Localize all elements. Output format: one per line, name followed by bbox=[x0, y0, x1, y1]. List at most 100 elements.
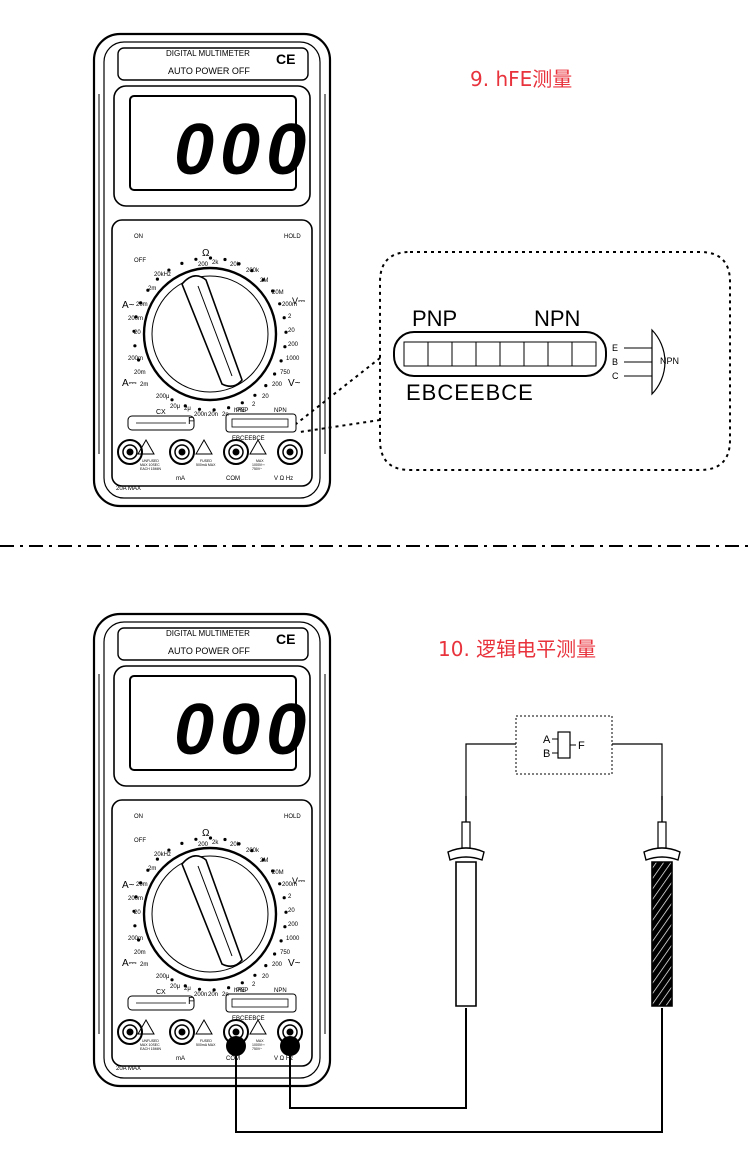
com-plug bbox=[226, 1036, 246, 1056]
npn-small: NPN bbox=[274, 408, 287, 414]
dial-tick-dot bbox=[170, 398, 174, 402]
dial-tick-dot bbox=[261, 858, 265, 862]
dial-tick-dot bbox=[253, 973, 257, 977]
warn-v-3: 750V~ bbox=[252, 1047, 262, 1051]
meter-2-labels: DIGITAL MULTIMETER AUTO POWER OFF CE 000… bbox=[116, 629, 306, 1072]
va20: 20 bbox=[262, 974, 269, 980]
r20M: 20M bbox=[272, 290, 284, 296]
r200k: 200k bbox=[246, 848, 260, 854]
a20m: 20m bbox=[136, 302, 148, 308]
dial-tick-dot bbox=[278, 882, 282, 886]
dial-tick-dot bbox=[137, 358, 141, 362]
warn-v-3: 750V~ bbox=[252, 467, 262, 471]
dial-tick-dot bbox=[180, 841, 184, 846]
r2M: 2M bbox=[260, 278, 268, 284]
jack-com: COM bbox=[226, 1056, 240, 1062]
r2k: 2k bbox=[212, 840, 219, 846]
va20: 20 bbox=[262, 394, 269, 400]
meter-1-labels: DIGITAL MULTIMETER AUTO POWER OFF CE 000… bbox=[116, 49, 306, 492]
dial-tick-dot bbox=[271, 869, 275, 873]
jack-ma: mA bbox=[176, 476, 185, 482]
v20: 20 bbox=[288, 328, 295, 334]
gate-output-f: F bbox=[578, 740, 585, 752]
warn-20a-2: MAX 10SEC bbox=[140, 463, 160, 467]
warn-v-2: 1000V⎓ bbox=[252, 1043, 265, 1047]
section-title-logic: 10. 逻辑电平测量 bbox=[438, 637, 596, 661]
dial-tick-dot bbox=[167, 268, 171, 272]
f-label: F bbox=[188, 996, 194, 1007]
aa2m: 2m bbox=[140, 382, 148, 388]
r2k: 2k bbox=[212, 260, 219, 266]
dial-tick-dot bbox=[223, 837, 227, 842]
dial-tick-dot bbox=[194, 837, 198, 841]
c2n: 2n bbox=[222, 412, 229, 418]
socket-pin-labels: EBCEEBCE bbox=[406, 380, 534, 405]
dial-tick-dot bbox=[139, 301, 143, 305]
socket-pnp-label: PNP bbox=[412, 306, 457, 331]
jack-ma: mA bbox=[176, 1056, 185, 1062]
pnp-small: PNP bbox=[236, 408, 248, 414]
c2u: 2μ bbox=[184, 986, 191, 992]
pnp-small: PNP bbox=[236, 988, 248, 994]
jack-20a: 20A MAX bbox=[116, 1066, 141, 1072]
r200k: 200k bbox=[246, 268, 260, 274]
hfe-socket-cells bbox=[403, 341, 597, 367]
v200: 200 bbox=[288, 922, 299, 928]
dca-label: A⎓ bbox=[122, 378, 137, 389]
r20k: 20k bbox=[230, 262, 241, 268]
dial-tick-dot bbox=[237, 842, 241, 846]
dial-tick-dot bbox=[240, 401, 244, 405]
dial-tick-dot bbox=[194, 257, 198, 261]
dial-tick-dot bbox=[197, 407, 202, 411]
warn-ma-1: FUSED bbox=[200, 459, 212, 463]
black-probe-wire bbox=[612, 743, 663, 800]
dial-tick-dot bbox=[146, 288, 150, 292]
dial-tick-dot bbox=[279, 359, 283, 363]
acv-label: V~ bbox=[288, 378, 301, 389]
c20u: 20μ bbox=[170, 404, 181, 410]
dial-tick-dot bbox=[250, 849, 254, 853]
dial-tick-dot bbox=[208, 256, 213, 260]
pins-small: EBCEEBCE bbox=[232, 1016, 265, 1022]
c20u: 20μ bbox=[170, 984, 181, 990]
dcv-label: V⎓ bbox=[292, 876, 305, 886]
cx-label: CX bbox=[156, 409, 166, 416]
meter-apo: AUTO POWER OFF bbox=[168, 646, 250, 656]
warn-20a-3: EACH 15MIN bbox=[140, 1047, 161, 1051]
probe-black bbox=[643, 796, 681, 1007]
aa2m: 2m bbox=[140, 962, 148, 968]
pins-small: EBCEEBCE bbox=[232, 436, 265, 442]
dial-tick-dot bbox=[283, 925, 287, 929]
dial-dots-1 bbox=[132, 256, 288, 412]
warn-ma-2: 500mA MAX bbox=[196, 1043, 216, 1047]
jack-vohm: V Ω Hz bbox=[274, 1056, 293, 1062]
dial-tick-dot bbox=[134, 315, 138, 319]
dcv-label: V⎓ bbox=[292, 296, 305, 306]
warn-v-1: MAX bbox=[256, 1039, 264, 1043]
aca-label: A~ bbox=[122, 880, 135, 891]
dial-tick-dot bbox=[212, 408, 216, 412]
dial-tick-dot bbox=[282, 896, 286, 900]
c200n: 200n bbox=[194, 992, 207, 998]
hfe-label: hFE bbox=[234, 988, 245, 994]
r200: 200 bbox=[198, 842, 209, 848]
va2: 2 bbox=[252, 402, 256, 408]
warn-v-1: MAX bbox=[256, 459, 264, 463]
transistor-b: B bbox=[612, 357, 618, 367]
hfe-label: hFE bbox=[234, 408, 245, 414]
warn-20a-3: EACH 15MIN bbox=[140, 467, 161, 471]
dial-tick-dot bbox=[250, 269, 254, 273]
v1000: 1000 bbox=[286, 356, 300, 362]
dial-tick-dot bbox=[180, 261, 184, 265]
a200m: 200m bbox=[128, 316, 143, 322]
hz20k: 20kHz bbox=[154, 272, 171, 278]
dial-tick-dot bbox=[137, 938, 141, 942]
aa20m: 20m bbox=[134, 950, 146, 956]
va750: 750 bbox=[280, 370, 291, 376]
ce-mark: CE bbox=[276, 631, 295, 647]
dial-tick-dot bbox=[227, 406, 231, 410]
r20M: 20M bbox=[272, 870, 284, 876]
dial-tick-dot bbox=[133, 344, 137, 348]
cable-vohm bbox=[289, 1008, 467, 1109]
va200: 200 bbox=[272, 382, 283, 388]
